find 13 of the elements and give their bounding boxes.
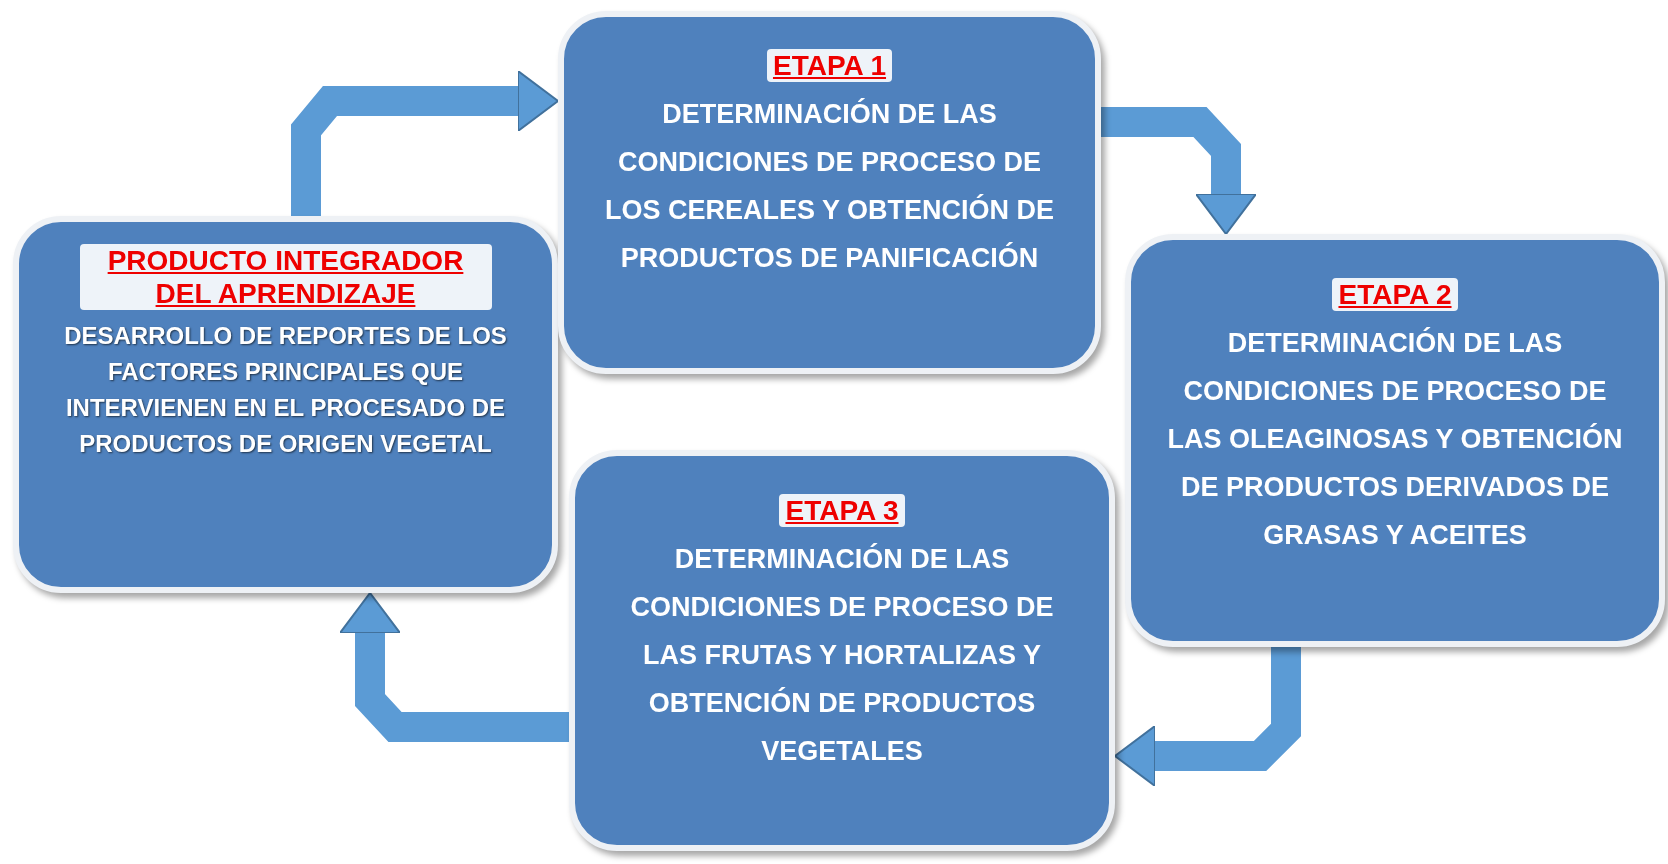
stage-title: PRODUCTO INTEGRADOR DEL APRENDIZAJE: [79, 244, 492, 310]
process-box: [1125, 234, 1665, 647]
process-box: [569, 450, 1115, 851]
stage-description: DETERMINACIÓN DE LAS CONDICIONES DE PROCESO DE LOS CEREALES Y OBTENCIÓN DE PRODUCTOS DE PANIFICACIÓN: [603, 97, 1056, 275]
process-box: [13, 216, 558, 593]
stage-title: ETAPA 2: [1332, 278, 1458, 311]
stage-description: DETERMINACIÓN DE LAS CONDICIONES DE PROCESO DE LAS FRUTAS Y HORTALIZAS Y OBTENCIÓN DE PRODUCTOS VEGETALES: [629, 542, 1055, 768]
stage-description: DETERMINACIÓN DE LAS CONDICIONES DE PROCESO DE LAS OLEAGINOSAS Y OBTENCIÓN DE PRODUCTOS DERIVADOS DE GRASAS Y ACEITES: [1166, 326, 1624, 552]
stage-description: DESARROLLO DE REPORTES DE LOS FACTORES PRINCIPALES QUE INTERVIENEN EN EL PROCESADO DE PRODUCTOS DE ORIGEN VEGETAL: [63, 321, 508, 459]
stage-title: ETAPA 1: [766, 49, 893, 82]
process-box: [558, 11, 1101, 374]
arrow: [339, 592, 569, 742]
stage-title: ETAPA 3: [779, 494, 905, 527]
